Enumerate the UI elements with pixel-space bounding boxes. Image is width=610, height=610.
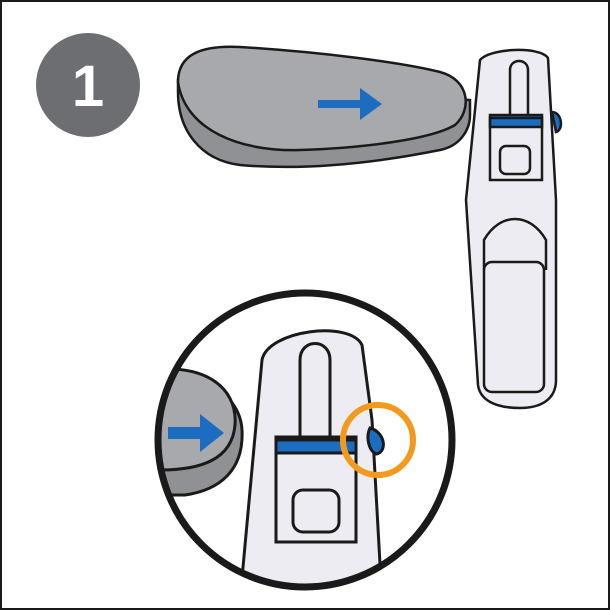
magnified-view bbox=[154, 289, 456, 591]
highlight-circle bbox=[340, 402, 416, 478]
magnified-slot bbox=[298, 342, 332, 440]
magnified-device-body bbox=[238, 329, 384, 587]
device-slot bbox=[508, 59, 530, 118]
magnified-window bbox=[274, 438, 358, 544]
arrow-right-icon bbox=[318, 88, 382, 120]
step-badge-circle bbox=[36, 33, 140, 137]
device-button bbox=[498, 144, 532, 176]
device-grip bbox=[482, 260, 546, 394]
step-badge: 1 bbox=[36, 33, 140, 137]
device-side-clip bbox=[550, 110, 563, 134]
magnified-button bbox=[291, 488, 341, 534]
magnified-side-clip bbox=[366, 426, 385, 456]
magnifier-ring bbox=[154, 289, 456, 591]
device-window bbox=[488, 116, 544, 182]
device-grip-top bbox=[482, 217, 548, 270]
pad-top bbox=[176, 45, 467, 152]
applicator-device bbox=[464, 48, 563, 410]
magnified-arrow-icon bbox=[168, 414, 224, 452]
sensor-pad bbox=[176, 45, 472, 169]
step-number: 1 bbox=[72, 54, 104, 119]
